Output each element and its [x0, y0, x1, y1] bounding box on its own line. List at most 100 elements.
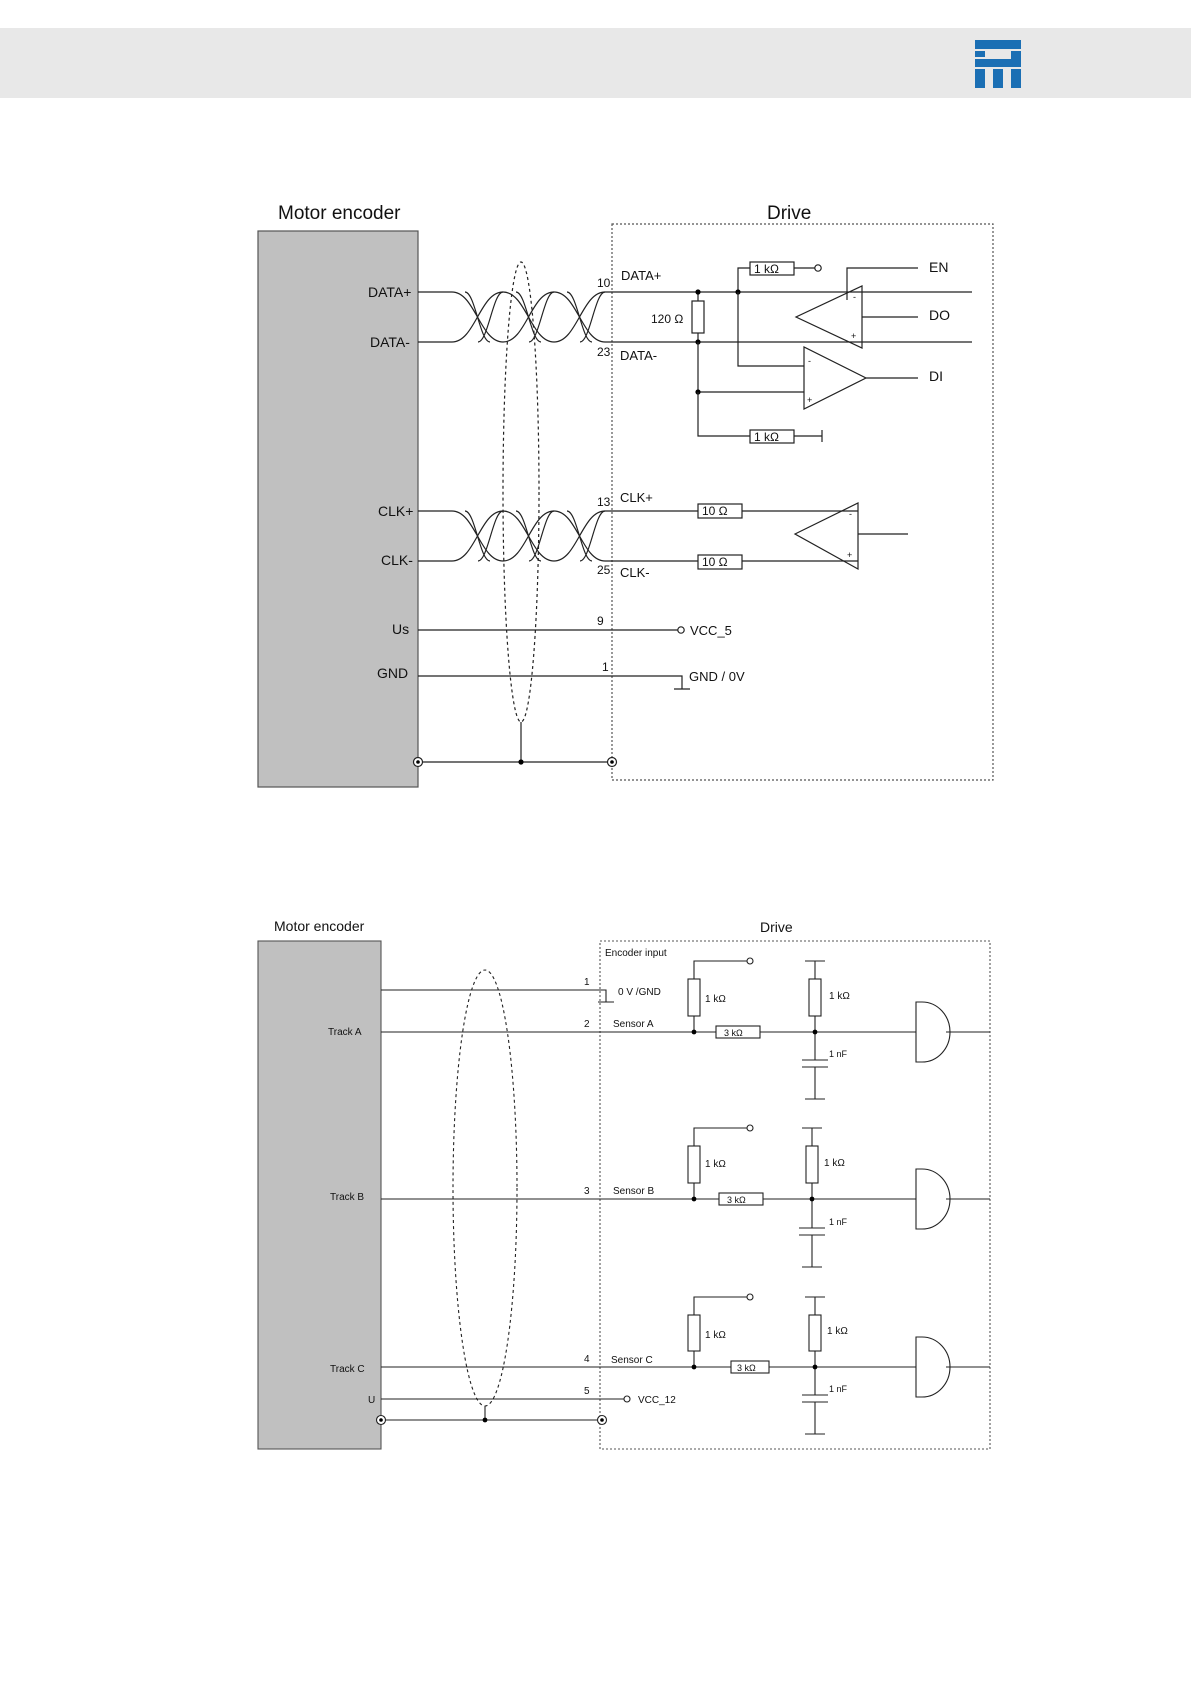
d1-clk-plus-res-label: 10 Ω: [702, 504, 728, 518]
d2-pin-3: 3: [584, 1186, 590, 1197]
d2-b-pullup-label: 1 kΩ: [705, 1159, 726, 1170]
d1-pullup-terminal: [814, 264, 822, 272]
d2-node: [812, 1364, 818, 1370]
d1-pin-clk-minus: CLK-: [381, 552, 413, 568]
d1-out-do: DO: [929, 307, 950, 323]
d1-shield-terminal-left-dot: [416, 760, 420, 764]
d1-term-resistor: [691, 300, 705, 334]
d1-receiver-plus-wire: [697, 342, 804, 393]
d2-b-series-label: 3 kΩ: [727, 1195, 746, 1205]
d2-b-capacitor: [799, 1227, 825, 1268]
d1-encoder-title: Motor encoder: [278, 203, 401, 224]
d1-encoder-block: [257, 230, 419, 788]
d2-b-pullup-terminal: [746, 1124, 754, 1132]
d2-shield-terminal-right-dot: [600, 1418, 604, 1422]
d2-node: [809, 1196, 815, 1202]
d1-pulldown-resistor: [749, 429, 795, 444]
company-logo-icon: [975, 40, 1021, 88]
d2-c-pullup-terminal: [746, 1293, 754, 1301]
d1-pullup-wire: [737, 267, 815, 292]
d1-clk-amp-plus: +: [847, 550, 852, 560]
d2-c-shunt-resistor: [808, 1314, 822, 1352]
d2-a-capacitor: [802, 1059, 828, 1100]
d2-a-cap-label: 1 nF: [829, 1049, 848, 1059]
d1-clk-minus-resistor: [697, 554, 743, 570]
d2-a-series-label: 3 kΩ: [724, 1028, 743, 1038]
d2-drive-box: [599, 940, 991, 1450]
d2-a-pullup-resistor: [687, 978, 701, 1017]
d1-pulldown-wire: [697, 392, 823, 442]
d2-a-shunt-wire: [805, 960, 825, 1060]
d1-sig-clk-plus: CLK+: [620, 490, 653, 505]
d2-a-pullup-label: 1 kΩ: [705, 994, 726, 1005]
d1-cable-shield: [502, 261, 540, 723]
d1-out-en: EN: [929, 259, 948, 275]
d2-c-pullup-label: 1 kΩ: [705, 1330, 726, 1341]
d2-c-shunt-label: 1 kΩ: [827, 1326, 848, 1337]
d1-pin-23: 23: [597, 345, 611, 359]
d1-driver-minus: -: [853, 292, 856, 302]
d1-shield-wire: [418, 722, 612, 763]
d1-receiver-plus: +: [807, 395, 812, 405]
d1-pin-13: 13: [597, 495, 611, 509]
d1-receiver-minus-wire: [737, 292, 804, 367]
d1-sig-clk-minus: CLK-: [620, 565, 650, 580]
d1-pin-data-minus: DATA-: [370, 334, 410, 350]
d1-clk-wires: [605, 510, 698, 562]
d1-clk-stubs: [418, 510, 452, 562]
d2-a-shunt-label: 1 kΩ: [829, 991, 850, 1002]
d2-b-series-resistor: [718, 1192, 764, 1206]
d2-a-pullup-terminal: [746, 957, 754, 965]
d1-pulldown-label: 1 kΩ: [754, 430, 779, 444]
d1-node: [518, 759, 524, 765]
d2-sig-sensor-a: Sensor A: [613, 1019, 654, 1030]
d2-encoder-title: Motor encoder: [274, 918, 365, 934]
d1-receiver-minus: -: [808, 356, 811, 366]
d1-sig-vcc: VCC_5: [690, 623, 732, 638]
d2-a-gate: [915, 1001, 951, 1063]
d2-cable-shield: [452, 969, 518, 1407]
d2-gnd-wire: [381, 989, 614, 1003]
d1-sig-data-plus: DATA+: [621, 268, 661, 283]
d2-b-gate: [915, 1168, 951, 1230]
d1-clk-amp: [793, 502, 859, 571]
d2-c-series-label: 3 kΩ: [737, 1363, 756, 1373]
d2-drive-title: Drive: [760, 919, 793, 935]
d1-pin-us: Us: [392, 621, 409, 637]
d2-encoder-block: [257, 940, 382, 1450]
d1-clk-minus-res-label: 10 Ω: [702, 555, 728, 569]
d1-pin-data-plus: DATA+: [368, 284, 411, 300]
d2-shield-wire: [381, 1406, 602, 1421]
d1-driver-plus: +: [851, 331, 856, 341]
d1-data-twist-detail: [464, 291, 606, 343]
d2-a-pullup-wire: [693, 960, 748, 1032]
d1-receiver-amp: [803, 346, 868, 410]
d2-c-cap-label: 1 nF: [829, 1384, 848, 1394]
d2-node: [812, 1029, 818, 1035]
d2-track-u: U: [368, 1395, 375, 1406]
d2-c-series-resistor: [730, 1360, 770, 1374]
d2-track-a: Track A: [328, 1027, 362, 1038]
d2-sig-gnd: 0 V /GND: [618, 987, 661, 998]
d2-c-capacitor: [802, 1394, 828, 1435]
d1-clk-twist-detail: [464, 510, 606, 562]
d2-b-pullup-resistor: [687, 1145, 701, 1184]
d2-pin-5: 5: [584, 1386, 590, 1397]
d2-a-shunt-resistor: [808, 978, 822, 1017]
d2-c-pullup-wire: [693, 1296, 748, 1367]
d1-gnd-wire: [418, 675, 690, 690]
d2-node: [691, 1196, 697, 1202]
d1-vcc-terminal: [677, 626, 685, 634]
d1-pin-1: 1: [602, 660, 609, 674]
d1-pullup-resistor: [749, 261, 795, 276]
d1-shield-terminal-right-dot: [610, 760, 614, 764]
d2-b-shunt-wire: [802, 1127, 822, 1228]
d1-sig-gnd: GND / 0V: [689, 669, 745, 684]
d1-en-wire: [846, 267, 918, 300]
d2-node: [482, 1417, 488, 1423]
d1-drive-title: Drive: [767, 203, 811, 224]
d1-pullup-label: 1 kΩ: [754, 262, 779, 276]
d1-pin-clk-plus: CLK+: [378, 503, 413, 519]
d2-c-shunt-wire: [805, 1296, 825, 1395]
d1-node: [695, 289, 701, 295]
